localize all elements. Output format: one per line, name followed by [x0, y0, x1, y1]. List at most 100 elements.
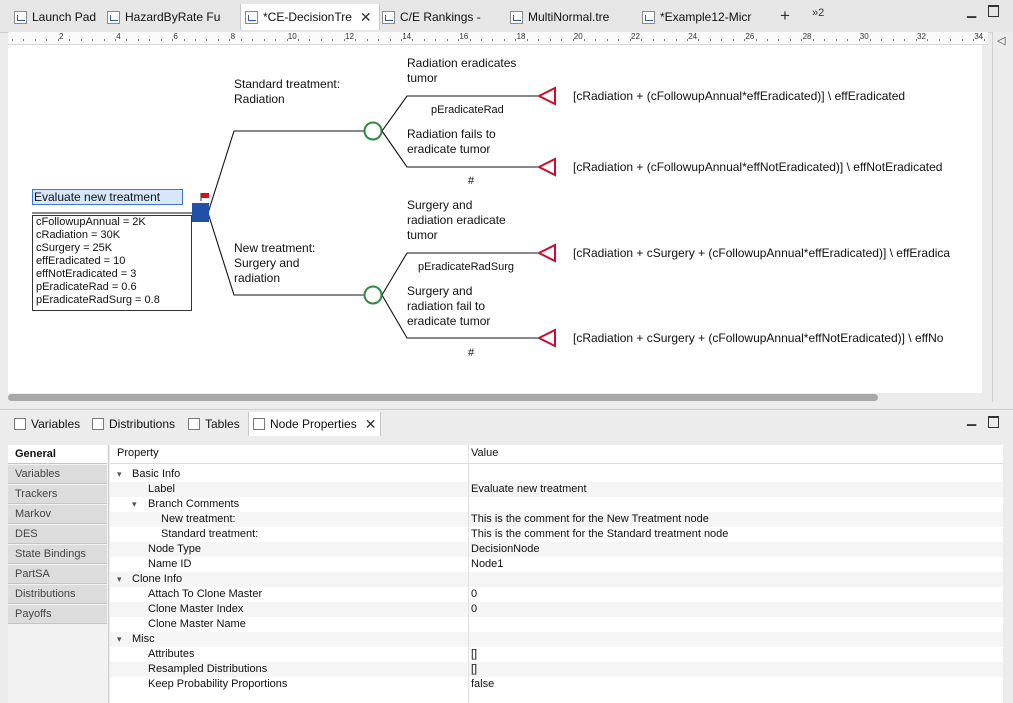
- property-value[interactable]: 0: [471, 588, 478, 600]
- property-row[interactable]: Attributes[]: [110, 647, 1003, 662]
- branch-line-standard: [207, 130, 364, 214]
- tab-overflow-button[interactable]: »2: [812, 7, 825, 19]
- property-row[interactable]: Resampled Distributions[]: [110, 662, 1003, 677]
- close-icon[interactable]: ✕: [364, 415, 377, 432]
- tab-label: HazardByRate Fu: [125, 10, 221, 24]
- minimize-icon[interactable]: ▁: [967, 412, 977, 426]
- property-value[interactable]: []: [471, 663, 478, 675]
- ruler-tick: [470, 39, 471, 41]
- side-tab-general[interactable]: General: [8, 445, 107, 464]
- side-tab-state-bindings[interactable]: State Bindings: [8, 545, 107, 564]
- view-tab-distributions[interactable]: Distributions: [92, 414, 175, 434]
- side-tab-des[interactable]: DES: [8, 525, 107, 544]
- tab-example12[interactable]: *Example12-Micr: [642, 6, 767, 28]
- maximize-icon[interactable]: [988, 416, 999, 428]
- property-value[interactable]: This is the comment for the New Treatmen…: [471, 513, 709, 525]
- probability-label[interactable]: #: [468, 175, 475, 187]
- tree-lines: [32, 86, 556, 348]
- property-row[interactable]: ▾Clone Info: [110, 572, 1003, 587]
- property-value[interactable]: []: [471, 648, 478, 660]
- maximize-icon[interactable]: [988, 5, 999, 17]
- side-tab-variables[interactable]: Variables: [8, 465, 107, 484]
- column-header-property[interactable]: Property: [117, 447, 159, 459]
- decision-tree-canvas[interactable]: Evaluate new treatment cFollowupAnnual =…: [8, 45, 982, 393]
- side-tab-partsa[interactable]: PartSA: [8, 565, 107, 584]
- probability-label[interactable]: pEradicateRad: [431, 104, 504, 116]
- property-value[interactable]: This is the comment for the Standard tre…: [471, 528, 729, 540]
- property-table-header: Property Value: [110, 445, 1003, 464]
- tree-file-icon: [510, 10, 523, 24]
- variable-definition: effEradicated = 10: [36, 255, 126, 267]
- outcome-label[interactable]: Radiation fails to eradicate tumor: [407, 127, 496, 156]
- ruler-tick: [733, 39, 734, 41]
- view-tab-label: Distributions: [109, 417, 176, 431]
- variable-definition: cSurgery = 25K: [36, 242, 113, 254]
- ruler-tick: [58, 39, 59, 41]
- outcome-label[interactable]: Surgery and radiation eradicate tumor: [407, 198, 506, 242]
- payoff-expression[interactable]: [cRadiation + cSurgery + (cFollowupAnnua…: [573, 331, 944, 345]
- root-node-label[interactable]: Evaluate new treatment: [32, 189, 183, 205]
- view-tab-variables[interactable]: Variables: [14, 414, 80, 434]
- ruler-tick: [252, 39, 253, 41]
- expand-chevron-icon[interactable]: ▾: [117, 634, 122, 644]
- expand-chevron-icon[interactable]: ▾: [132, 499, 137, 509]
- variable-definition: cFollowupAnnual = 2K: [36, 216, 146, 228]
- collapse-left-icon[interactable]: ◁: [997, 35, 1006, 47]
- property-row[interactable]: ▾Branch Comments: [110, 497, 1003, 512]
- property-row[interactable]: ▾Misc: [110, 632, 1003, 647]
- property-value[interactable]: DecisionNode: [471, 543, 540, 555]
- horizontal-scrollbar-thumb[interactable]: [8, 394, 878, 401]
- property-row[interactable]: ▾Basic Info: [110, 467, 1003, 482]
- property-value[interactable]: false: [471, 678, 495, 690]
- ruler-tick: [458, 39, 459, 41]
- property-row[interactable]: Clone Master Name: [110, 617, 1003, 632]
- expand-chevron-icon[interactable]: ▾: [117, 574, 122, 584]
- side-tab-payoffs[interactable]: Payoffs: [8, 605, 107, 624]
- view-tab-tables[interactable]: Tables: [188, 414, 240, 434]
- vertical-scrollbar[interactable]: ◁: [992, 32, 1013, 402]
- property-value[interactable]: Evaluate new treatment: [471, 483, 587, 495]
- side-tab-trackers[interactable]: Trackers: [8, 485, 107, 504]
- ruler-tick: [630, 39, 631, 41]
- side-tab-markov[interactable]: Markov: [8, 505, 107, 524]
- property-name: Clone Master Index: [148, 603, 244, 615]
- column-divider[interactable]: [468, 445, 469, 703]
- ruler-tick: [698, 39, 699, 41]
- outcome-label[interactable]: Surgery and radiation fail to eradicate …: [407, 284, 491, 328]
- probability-label[interactable]: #: [468, 347, 475, 359]
- payoff-expression[interactable]: [cRadiation + (cFollowupAnnual*effNotEra…: [573, 160, 943, 174]
- ruler-tick: [69, 39, 70, 41]
- ruler-tick: [92, 39, 93, 41]
- tab-launch-pad[interactable]: Launch Pad: [14, 6, 106, 28]
- branch-label-standard-treatment[interactable]: Standard treatment: Radiation: [234, 77, 341, 106]
- minimize-icon[interactable]: ▁: [967, 4, 977, 18]
- payoff-expression[interactable]: [cRadiation + cSurgery + (cFollowupAnnua…: [573, 246, 951, 260]
- property-row[interactable]: New treatment:This is the comment for th…: [110, 512, 1003, 527]
- distributions-icon: [92, 418, 104, 430]
- payoff-expression[interactable]: [cRadiation + (cFollowupAnnual*effEradic…: [573, 89, 906, 103]
- outcome-label[interactable]: Radiation eradicates tumor: [407, 56, 517, 85]
- view-tab-label: Tables: [205, 417, 240, 431]
- side-tab-distributions[interactable]: Distributions: [8, 585, 107, 604]
- probability-label[interactable]: pEradicateRadSurg: [418, 261, 515, 273]
- property-value[interactable]: Node1: [471, 558, 504, 570]
- property-row[interactable]: Clone Master Index 0: [110, 602, 1003, 617]
- ruler-tick: [813, 39, 814, 41]
- close-icon[interactable]: ✕: [359, 8, 372, 25]
- expand-chevron-icon[interactable]: ▾: [117, 469, 122, 479]
- tab-hazard-by-rate[interactable]: HazardByRate Fu: [107, 6, 237, 28]
- tab-multinormal[interactable]: MultiNormal.tre: [510, 6, 630, 28]
- property-value[interactable]: 0: [471, 603, 478, 615]
- branch-label-new-treatment[interactable]: New treatment: Surgery and radiation: [234, 241, 316, 285]
- tab-ce-rankings[interactable]: C/E Rankings -: [382, 6, 502, 28]
- tab-ce-decision-tree[interactable]: *CE-DecisionTre ✕: [240, 4, 380, 30]
- view-tab-node-properties[interactable]: Node Properties ✕: [248, 412, 382, 436]
- column-header-value[interactable]: Value: [471, 447, 499, 459]
- add-tab-button[interactable]: +: [780, 6, 790, 25]
- property-row[interactable]: Standard treatment:This is the comment f…: [110, 527, 1003, 542]
